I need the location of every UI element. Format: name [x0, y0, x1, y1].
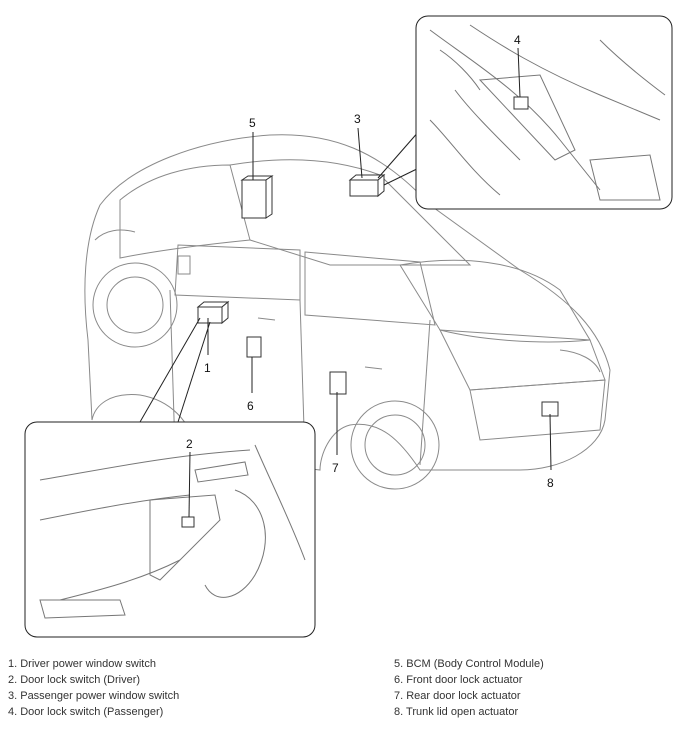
front-door-lock-actuator-box	[246, 336, 262, 358]
driver-door-inset	[24, 421, 316, 638]
callout-4: 4	[514, 33, 521, 47]
callout-2: 2	[186, 437, 193, 451]
bcm-module-box	[241, 179, 267, 219]
legend-item: 5. BCM (Body Control Module)	[394, 658, 544, 670]
callout-5: 5	[249, 116, 256, 130]
callout-7: 7	[332, 461, 339, 475]
passenger-window-switch-box	[349, 179, 379, 197]
legend-item: 7. Rear door lock actuator	[394, 690, 521, 702]
legend-item: 4. Door lock switch (Passenger)	[8, 706, 164, 718]
component-boxes	[196, 173, 559, 417]
legend-item: 8. Trunk lid open actuator	[394, 706, 519, 718]
callout-1: 1	[204, 361, 211, 375]
legend-item: 3. Passenger power window switch	[8, 690, 180, 702]
driver-door-lock-switch-box	[181, 516, 195, 528]
passenger-door-lock-switch-box	[513, 96, 529, 110]
car-illustration	[84, 134, 611, 490]
passenger-door-inset	[415, 15, 673, 210]
legend-left: 1. Driver power window switch 2. Door lo…	[8, 656, 179, 720]
callout-3: 3	[354, 112, 361, 126]
legend-item: 2. Door lock switch (Driver)	[8, 674, 141, 686]
driver-window-switch-box	[197, 306, 223, 324]
legend-item: 1. Driver power window switch	[8, 658, 156, 670]
legend-item: 6. Front door lock actuator	[394, 674, 523, 686]
legend-right: 5. BCM (Body Control Module) 6. Front do…	[394, 656, 544, 720]
callout-6: 6	[247, 399, 254, 413]
callout-labels: 1 2 3 4 5 6 7 8	[186, 33, 554, 490]
car-component-location-diagram: 1 2 3 4 5 6 7 8	[24, 15, 673, 638]
rear-door-lock-actuator-box	[329, 371, 347, 395]
leader-lines	[139, 127, 552, 471]
trunk-lid-actuator-box	[541, 401, 559, 417]
callout-8: 8	[547, 476, 554, 490]
